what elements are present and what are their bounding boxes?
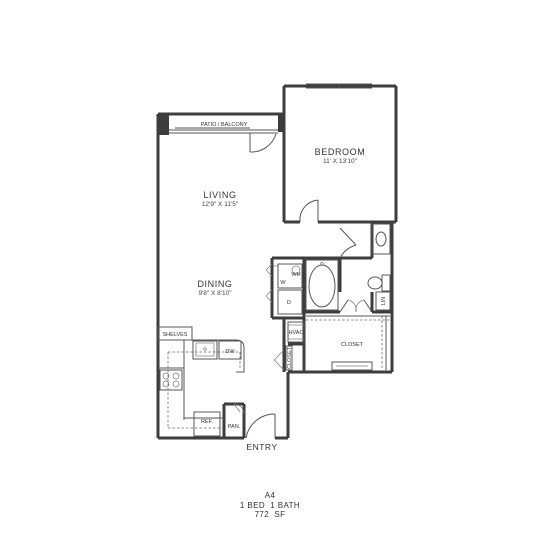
- walk-in-closet: [306, 315, 390, 371]
- small-closet-label: CLOSET: [287, 346, 293, 369]
- bedroom-door: [299, 199, 319, 223]
- pantry-door: [233, 403, 245, 415]
- dining-label: DINING: [197, 279, 232, 289]
- linen-label: LIN: [381, 297, 387, 306]
- refrigerator: [193, 411, 221, 437]
- bath-door: [339, 227, 357, 259]
- dishwasher-label: DW: [225, 349, 235, 355]
- bathtub: [305, 259, 339, 311]
- entry-door: [245, 413, 276, 439]
- small-closet-door: [273, 349, 285, 371]
- linen-closet: [375, 291, 391, 311]
- patio-sliding-door: [169, 127, 278, 134]
- unit-name: A4: [264, 491, 276, 500]
- patio-label: PATIO / BALCONY: [201, 122, 248, 128]
- living-dims: 12'9" X 11'5": [202, 201, 239, 208]
- range: [159, 369, 183, 391]
- dishwasher: [218, 340, 242, 360]
- unit-beds-baths: 1 BED 1 BATH: [239, 500, 301, 510]
- refrigerator-label: REF.: [201, 419, 213, 425]
- patio-column-left: [157, 114, 169, 135]
- entry-label: ENTRY: [246, 442, 277, 452]
- water-heater-label: WH: [291, 272, 300, 278]
- patio-door: [249, 133, 277, 153]
- shelves-label: SHELVES: [163, 332, 188, 338]
- bedroom-window: [306, 83, 372, 89]
- interior-walls: [222, 220, 396, 438]
- dining-dims: 9'8" X 8'10": [198, 290, 232, 297]
- hvac-label: HVAC: [289, 330, 304, 336]
- laundry-bifold-door: [265, 263, 273, 303]
- small-closet: [285, 345, 293, 371]
- shelves: [157, 326, 193, 341]
- living-label: LIVING: [203, 190, 236, 200]
- unit-caption: A4 1 BED 1 BATH 772 SF: [0, 491, 540, 520]
- bedroom-label: BEDROOM: [315, 147, 366, 157]
- dryer-label: D: [287, 300, 291, 306]
- closet-label: CLOSET: [341, 342, 364, 348]
- kitchen-sink: [192, 340, 218, 360]
- laundry-closet: [273, 263, 303, 315]
- bathroom-fixtures: [367, 223, 391, 292]
- kitchen-counter: [158, 339, 245, 429]
- bedroom-dims: 11' X 13'10": [323, 158, 358, 165]
- unit-area: 772 SF: [254, 510, 286, 519]
- patio-column-right: [278, 114, 285, 132]
- pantry-label: PAN.: [228, 424, 241, 430]
- closet-doors: [339, 299, 373, 313]
- hvac-closet: [287, 321, 305, 343]
- washer-label: W: [280, 280, 286, 286]
- exterior-walls: [156, 84, 398, 440]
